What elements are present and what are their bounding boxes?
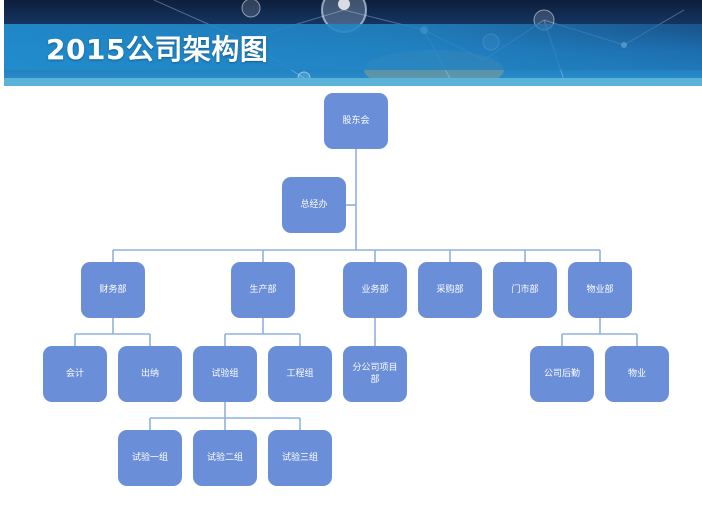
- node-property-mgmt: 物业: [605, 346, 669, 402]
- node-purchasing: 采购部: [418, 262, 482, 318]
- node-test-group-3: 试验三组: [268, 430, 332, 486]
- node-shareholders: 股东会: [324, 93, 388, 149]
- node-general-office: 总经办: [282, 177, 346, 233]
- page-title: 2015公司架构图: [46, 33, 269, 66]
- node-testing-group: 试验组: [193, 346, 257, 402]
- node-company-logistics: 公司后勤: [530, 346, 594, 402]
- node-accounting: 会计: [43, 346, 107, 402]
- node-business: 业务部: [343, 262, 407, 318]
- node-cashier: 出纳: [118, 346, 182, 402]
- title-stripe: [4, 24, 702, 70]
- node-branch-project: 分公司项目部: [343, 346, 407, 402]
- node-engineering-group: 工程组: [268, 346, 332, 402]
- node-production: 生产部: [231, 262, 295, 318]
- node-finance: 财务部: [81, 262, 145, 318]
- node-property: 物业部: [568, 262, 632, 318]
- node-test-group-2: 试验二组: [193, 430, 257, 486]
- node-test-group-1: 试验一组: [118, 430, 182, 486]
- banner-bottom-bar: [4, 78, 702, 86]
- node-storefront: 门市部: [493, 262, 557, 318]
- header-banner: 2015公司架构图: [4, 0, 702, 86]
